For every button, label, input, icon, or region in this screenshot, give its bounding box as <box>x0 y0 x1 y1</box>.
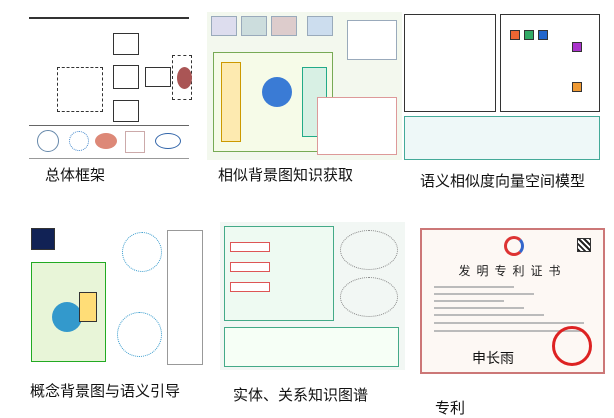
entity-relation-knowledge-graph-figure <box>220 222 405 370</box>
signature: 申长雨 <box>472 351 514 367</box>
caption-patent: 专利 <box>435 399 466 417</box>
cnipa-logo-icon <box>504 236 524 256</box>
module-box <box>113 100 139 122</box>
official-seal-icon <box>552 326 592 366</box>
caption-overall-framework: 总体框架 <box>45 166 106 184</box>
caption-concept-background-guidance: 概念背景图与语义引导 <box>30 382 181 400</box>
semantic-vector-space-figure <box>402 12 604 162</box>
caption-semantic-vector-space: 语义相似度向量空间模型 <box>420 172 586 190</box>
similar-background-knowledge-figure <box>207 12 402 160</box>
module-box <box>145 67 171 87</box>
caption-entity-relation-graph: 实体、关系知识图谱 <box>233 386 369 404</box>
overall-framework-figure <box>27 15 192 160</box>
concept-background-guidance-figure <box>27 222 205 370</box>
module-box <box>113 33 139 55</box>
caption-similar-background-knowledge: 相似背景图知识获取 <box>218 166 354 184</box>
input-image-box <box>57 67 103 112</box>
module-box <box>113 65 139 89</box>
patent-title: 发明专利证书 <box>458 264 567 278</box>
patent-certificate-figure: 发明专利证书 申长雨 <box>420 228 605 374</box>
qr-code-icon <box>577 238 591 252</box>
